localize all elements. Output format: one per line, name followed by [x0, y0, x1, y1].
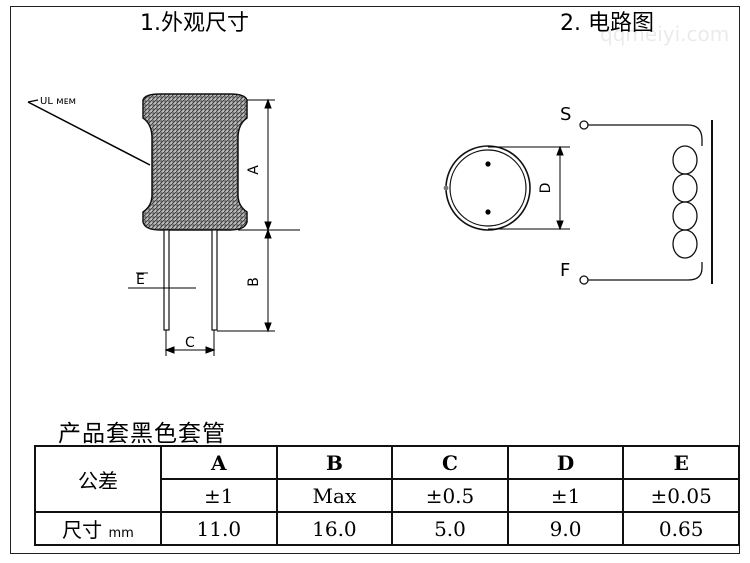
- tolerance-d: ±1: [506, 478, 625, 513]
- size-label-cell: 尺寸 mm: [34, 511, 162, 546]
- tolerance-a: ±1: [160, 478, 278, 513]
- appearance-title: 1.外观尺寸: [140, 11, 249, 36]
- dim-b-label: B: [246, 277, 262, 287]
- header-c: C: [391, 445, 509, 480]
- dim-d-label: D: [538, 183, 554, 194]
- ul-label-group: UL ᴍᴇᴍ: [27, 96, 151, 166]
- dimension-e: [128, 272, 196, 289]
- header-a: A: [160, 445, 278, 480]
- table-row: ±1 Max ±0.5 ±1 ±0.05: [35, 478, 740, 513]
- header-d: D: [506, 445, 625, 480]
- dimension-c: [164, 330, 216, 356]
- finish-terminal-label: F: [560, 260, 570, 281]
- size-unit: mm: [108, 526, 134, 541]
- dimension-d: [488, 145, 570, 231]
- circuit-title: 2. 电路图: [560, 11, 654, 36]
- header-b: B: [275, 445, 394, 480]
- tolerance-c: ±0.5: [391, 478, 509, 513]
- size-e: 0.65: [622, 511, 740, 546]
- inductor-leads: [163, 229, 218, 331]
- inductor-body: [142, 93, 248, 231]
- size-label: 尺寸: [62, 518, 103, 542]
- coil-symbol: [579, 120, 713, 285]
- start-terminal-label: S: [560, 104, 571, 125]
- size-a: 11.0: [160, 511, 278, 546]
- header-e: E: [622, 445, 740, 480]
- table-row: 公差 A B C D E: [34, 445, 740, 513]
- size-b: 16.0: [275, 511, 394, 546]
- technical-drawing: UL ᴍᴇᴍ A B E C: [27, 93, 713, 356]
- dimension-table: 公差 A B C D E ±1 Max ±0.5 ±1 ±0.05 尺寸 mm …: [34, 445, 740, 546]
- top-view: [443, 145, 531, 231]
- dim-a-label: A: [246, 165, 262, 175]
- ul-label: UL ᴍᴇᴍ: [40, 96, 76, 107]
- ul-leader-line: [27, 101, 151, 166]
- dim-e-label: E: [136, 272, 145, 288]
- table-row: 尺寸 mm 11.0 16.0 5.0 9.0 0.65: [34, 511, 740, 546]
- tolerance-e: ±0.05: [622, 478, 740, 513]
- watermark: qqmeiyi.com: [600, 22, 730, 46]
- dim-c-label: C: [185, 335, 195, 351]
- size-c: 5.0: [391, 511, 509, 546]
- size-d: 9.0: [506, 511, 625, 546]
- tolerance-b: Max: [275, 478, 394, 513]
- sleeve-note: 产品套黑色套管: [58, 421, 226, 447]
- drawing-frame: [10, 6, 740, 554]
- tolerance-label: 公差: [34, 445, 162, 513]
- dimension-a-b: [217, 98, 300, 333]
